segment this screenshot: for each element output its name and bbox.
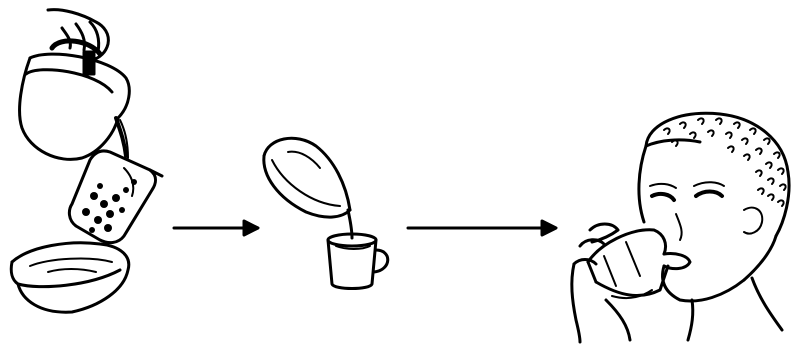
cup-icon [328,234,388,289]
hand-with-glass-icon [572,224,668,342]
pour-through-filter-icon [11,10,162,313]
hair-icon [646,113,789,236]
basin-icon [11,243,129,312]
bowl-icon [264,138,350,217]
pour-into-cup-icon [264,138,388,288]
person-drinking-icon [572,113,789,342]
water-stream [348,210,352,238]
face-icon [639,146,782,340]
arrow-1 [174,221,258,235]
arrow-2 [408,221,556,235]
cooking-pot-icon [20,41,130,159]
cloth-filter-icon [69,151,162,243]
